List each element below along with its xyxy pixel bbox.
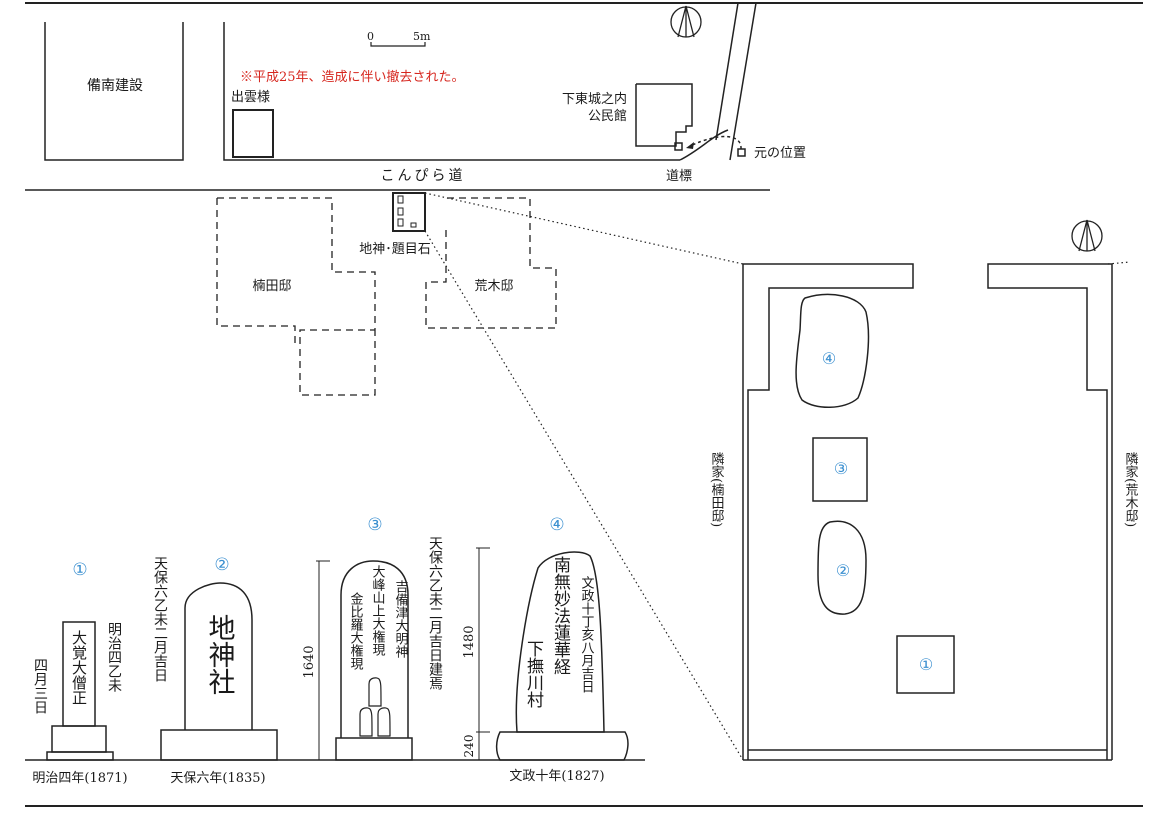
relocation-arrow bbox=[689, 135, 742, 150]
stone4-col1: 南無妙法蓮華経 bbox=[550, 556, 571, 675]
kusuda-house-outline-2 bbox=[216, 198, 296, 345]
stone4-col3: 下撫川村 bbox=[523, 640, 544, 708]
kominkan-line2: 公民館 bbox=[588, 109, 627, 124]
stone3-side: 天保六乙未二月吉日建焉 bbox=[427, 536, 443, 690]
stone3-height: 1640 bbox=[302, 645, 317, 678]
site-map bbox=[25, 2, 1143, 761]
stone4-base-height: 240 bbox=[462, 735, 476, 758]
stone1-body bbox=[62, 621, 96, 727]
plan-stone-1 bbox=[896, 635, 955, 694]
elevations bbox=[25, 547, 1143, 807]
stone4-base bbox=[495, 731, 629, 761]
araki-label: 荒木邸 bbox=[474, 279, 513, 294]
site-stone-3 bbox=[397, 207, 404, 216]
stone3-base bbox=[335, 737, 413, 761]
stone2-side: 天保六乙未二月吉日 bbox=[152, 556, 168, 682]
stone3-dim bbox=[316, 560, 330, 761]
stone1-base-low bbox=[46, 751, 114, 761]
stone2-date: 天保六年(1835) bbox=[170, 771, 265, 786]
stone4-num: ④ bbox=[549, 515, 564, 535]
neighbor-left-label: 隣家(楠田邸) bbox=[709, 451, 725, 527]
araki-house-outline bbox=[425, 197, 557, 329]
plan-num-3: ③ bbox=[834, 459, 848, 478]
kominkan-building bbox=[635, 83, 693, 147]
binan-label: 備南建設 bbox=[87, 78, 143, 94]
site-stone-2 bbox=[397, 218, 404, 227]
stone4-body bbox=[515, 551, 605, 733]
izumo-label: 出雲様 bbox=[231, 90, 270, 105]
michishirube-marker bbox=[674, 142, 683, 151]
plan-stone-4 bbox=[795, 293, 870, 408]
road-edge-right bbox=[729, 2, 757, 161]
stone1-num: ① bbox=[72, 560, 87, 580]
stone3-num: ③ bbox=[367, 515, 382, 535]
north-arrow-detail bbox=[1071, 219, 1103, 252]
upper-lot bbox=[223, 22, 680, 161]
plan-stone-3 bbox=[812, 437, 868, 502]
stone1-date: 明治四年(1871) bbox=[32, 771, 127, 786]
kusuda-label: 楠田邸 bbox=[252, 279, 291, 294]
original-position-label: 元の位置 bbox=[754, 146, 806, 161]
scale-zero: 0 bbox=[367, 30, 374, 43]
plan-num-1: ① bbox=[919, 655, 933, 674]
original-position-marker bbox=[737, 148, 746, 157]
plan-num-4: ④ bbox=[822, 349, 836, 368]
removed-note: ※平成25年、造成に伴い撤去された。 bbox=[240, 69, 465, 85]
stone2-num: ② bbox=[214, 555, 229, 575]
zoom-line-right bbox=[1107, 261, 1131, 265]
north-arrow-top bbox=[670, 5, 702, 38]
stone1-left-side: 四月三日 bbox=[32, 658, 48, 714]
zoom-line-bottom bbox=[424, 230, 744, 761]
zoom-line-top bbox=[424, 192, 744, 265]
stone3-col3: 金比羅大権現 bbox=[348, 591, 364, 671]
stone3-buddha-figures bbox=[359, 677, 391, 737]
stone2-body bbox=[184, 582, 253, 730]
stone1-base bbox=[51, 725, 107, 753]
konpira-road-label: こんぴら道 bbox=[381, 168, 466, 184]
kominkan-line1: 下東城之内 bbox=[562, 91, 627, 107]
stone4-dim bbox=[476, 547, 490, 761]
stone1-face: 大覚大僧正 bbox=[70, 630, 88, 705]
plan-num-2: ② bbox=[836, 561, 850, 580]
stone4-height: 1480 bbox=[462, 625, 477, 658]
stone3-body bbox=[340, 560, 409, 738]
plan-stone-2 bbox=[817, 520, 867, 615]
kusuda-house-outline-1 bbox=[217, 197, 376, 396]
detail-plan bbox=[742, 263, 1113, 761]
stone4-date: 文政十年(1827) bbox=[509, 769, 604, 784]
stone3-col1: 大峰山上大権現 bbox=[370, 565, 386, 657]
site-stone-4 bbox=[397, 195, 404, 204]
wall-left bbox=[742, 263, 914, 760]
stone3-col2: 吉備津大明神 bbox=[393, 580, 409, 658]
scale-five: 5m bbox=[413, 30, 431, 43]
site-stone-1 bbox=[410, 222, 417, 228]
neighbor-right-label: 隣家(荒木邸) bbox=[1123, 451, 1139, 527]
chijin-daimoku-label: 地神･題目石 bbox=[359, 242, 431, 257]
stone2-base bbox=[160, 729, 278, 761]
road-edge-left bbox=[715, 2, 739, 141]
stone4-col2: 文政十丁亥八月吉日 bbox=[579, 576, 595, 693]
arrow-head bbox=[686, 142, 694, 149]
scale-bar bbox=[370, 42, 426, 47]
izumo-shrine-box bbox=[232, 109, 274, 158]
stone1-right-side: 明治四乙未 bbox=[106, 622, 122, 692]
binan-building bbox=[44, 22, 184, 161]
wall-right bbox=[987, 263, 1113, 760]
stone-site-marker bbox=[392, 192, 426, 232]
road-curve bbox=[679, 129, 729, 161]
stone2-face: 地神社 bbox=[204, 614, 236, 695]
michishirube-label: 道標 bbox=[666, 169, 692, 184]
